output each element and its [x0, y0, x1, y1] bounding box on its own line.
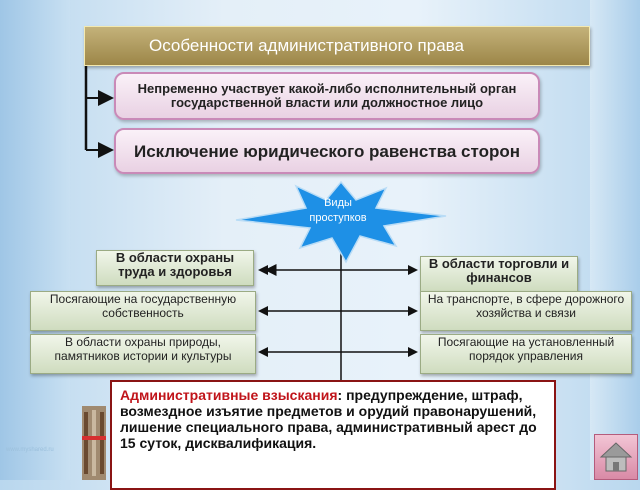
center-star-shape	[235, 180, 447, 264]
arrowhead-right-3	[408, 347, 418, 357]
left-item-nature-culture: В области охраны природы, памятников ист…	[30, 334, 256, 374]
page-title: Особенности административного права	[84, 26, 590, 66]
center-star-label: Виды проступков	[296, 196, 380, 226]
feature-box-no-equality: Исключение юридического равенства сторон	[114, 128, 540, 174]
left-decor-strip	[0, 0, 70, 480]
star-label-line2: проступков	[309, 212, 367, 224]
penalties-heading: Административные взыскания	[120, 387, 338, 403]
right-item-management-order: Посягающие на установленный порядок упра…	[420, 334, 632, 374]
penalties-box: Административные взыскания: предупрежден…	[110, 380, 556, 490]
scales-logo-icon	[82, 406, 106, 480]
penalties-colon: :	[337, 387, 343, 403]
connector-lines	[84, 46, 447, 390]
feature-text-2: Исключение юридического равенства сторон	[133, 141, 520, 161]
right-item-trade-finance: В области торговли и финансов	[420, 256, 578, 292]
feature-box-executive-body: Непременно участвует какой-либо исполнит…	[114, 72, 540, 120]
arrowhead-left-1	[258, 265, 268, 275]
right-decor-strip	[590, 0, 640, 480]
home-icon	[599, 442, 633, 472]
watermark: www.myshared.ru	[6, 447, 54, 453]
right-item-transport: На транспорте, в сфере дорожного хозяйст…	[420, 291, 632, 331]
left-item-labor-health: В области охраны труда и здоровья	[96, 250, 254, 286]
arrowhead-left-2	[258, 306, 268, 316]
left-item-state-property: Посягающие на государственную собственно…	[30, 291, 256, 331]
arrowhead-left-3	[258, 347, 268, 357]
penalties-text: предупреждение, штраф, возмездное изъяти…	[120, 387, 537, 451]
home-button[interactable]	[594, 434, 638, 480]
star-label-line1: Виды	[324, 197, 352, 209]
arrowhead-right-2	[408, 306, 418, 316]
feature-text-1: Непременно участвует какой-либо исполнит…	[137, 81, 517, 110]
arrowhead-right-1	[408, 265, 418, 275]
